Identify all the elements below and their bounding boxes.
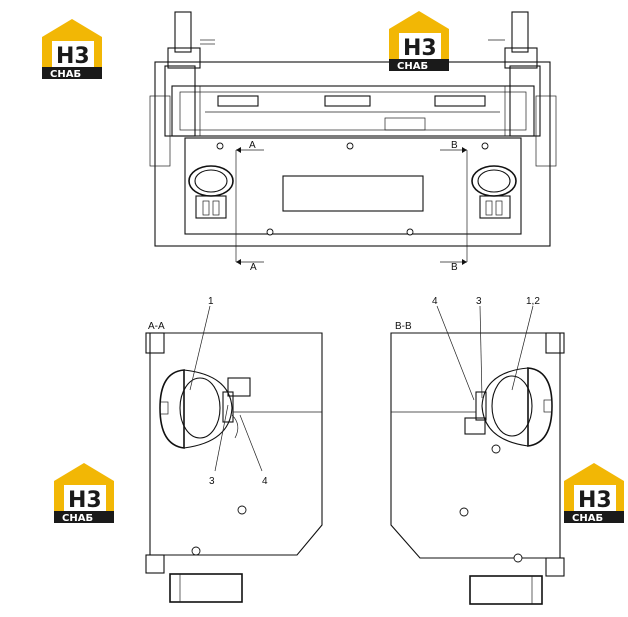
logo-main-text: Н3 [56, 44, 90, 69]
logo-main-text: Н3 [578, 488, 612, 513]
section-b-label-bottom: B [451, 262, 458, 273]
logo-main-text: Н3 [68, 488, 102, 513]
brand-logo-top-center: Н3 СНАБ [389, 11, 449, 72]
section-aa-view [145, 305, 323, 603]
logo-main-text: Н3 [403, 36, 437, 61]
callout-bb-12: 1,2 [526, 296, 540, 307]
callout-aa-3: 3 [209, 476, 215, 487]
section-aa-title: A-A [148, 321, 165, 332]
logo-sub-text: СНАБ [572, 513, 603, 524]
brand-logo-bottom-left: Н3 СНАБ [54, 463, 114, 524]
section-bb-view [390, 305, 565, 605]
brand-logo-bottom-right: Н3 СНАБ [564, 463, 624, 524]
callout-aa-4: 4 [262, 476, 268, 487]
callout-aa-1: 1 [208, 296, 214, 307]
section-b-label-top: B [451, 140, 458, 151]
section-a-label-bottom: A [250, 262, 257, 273]
logo-sub-text: СНАБ [62, 513, 93, 524]
callout-bb-4: 4 [432, 296, 438, 307]
section-bb-title: B-B [395, 321, 412, 332]
logo-sub-text: СНАБ [397, 61, 428, 72]
top-view [149, 11, 557, 265]
logo-sub-text: СНАБ [50, 69, 81, 80]
brand-logo-top-left: Н3 СНАБ [42, 19, 102, 80]
section-a-label-top: A [249, 140, 256, 151]
callout-bb-3: 3 [476, 296, 482, 307]
